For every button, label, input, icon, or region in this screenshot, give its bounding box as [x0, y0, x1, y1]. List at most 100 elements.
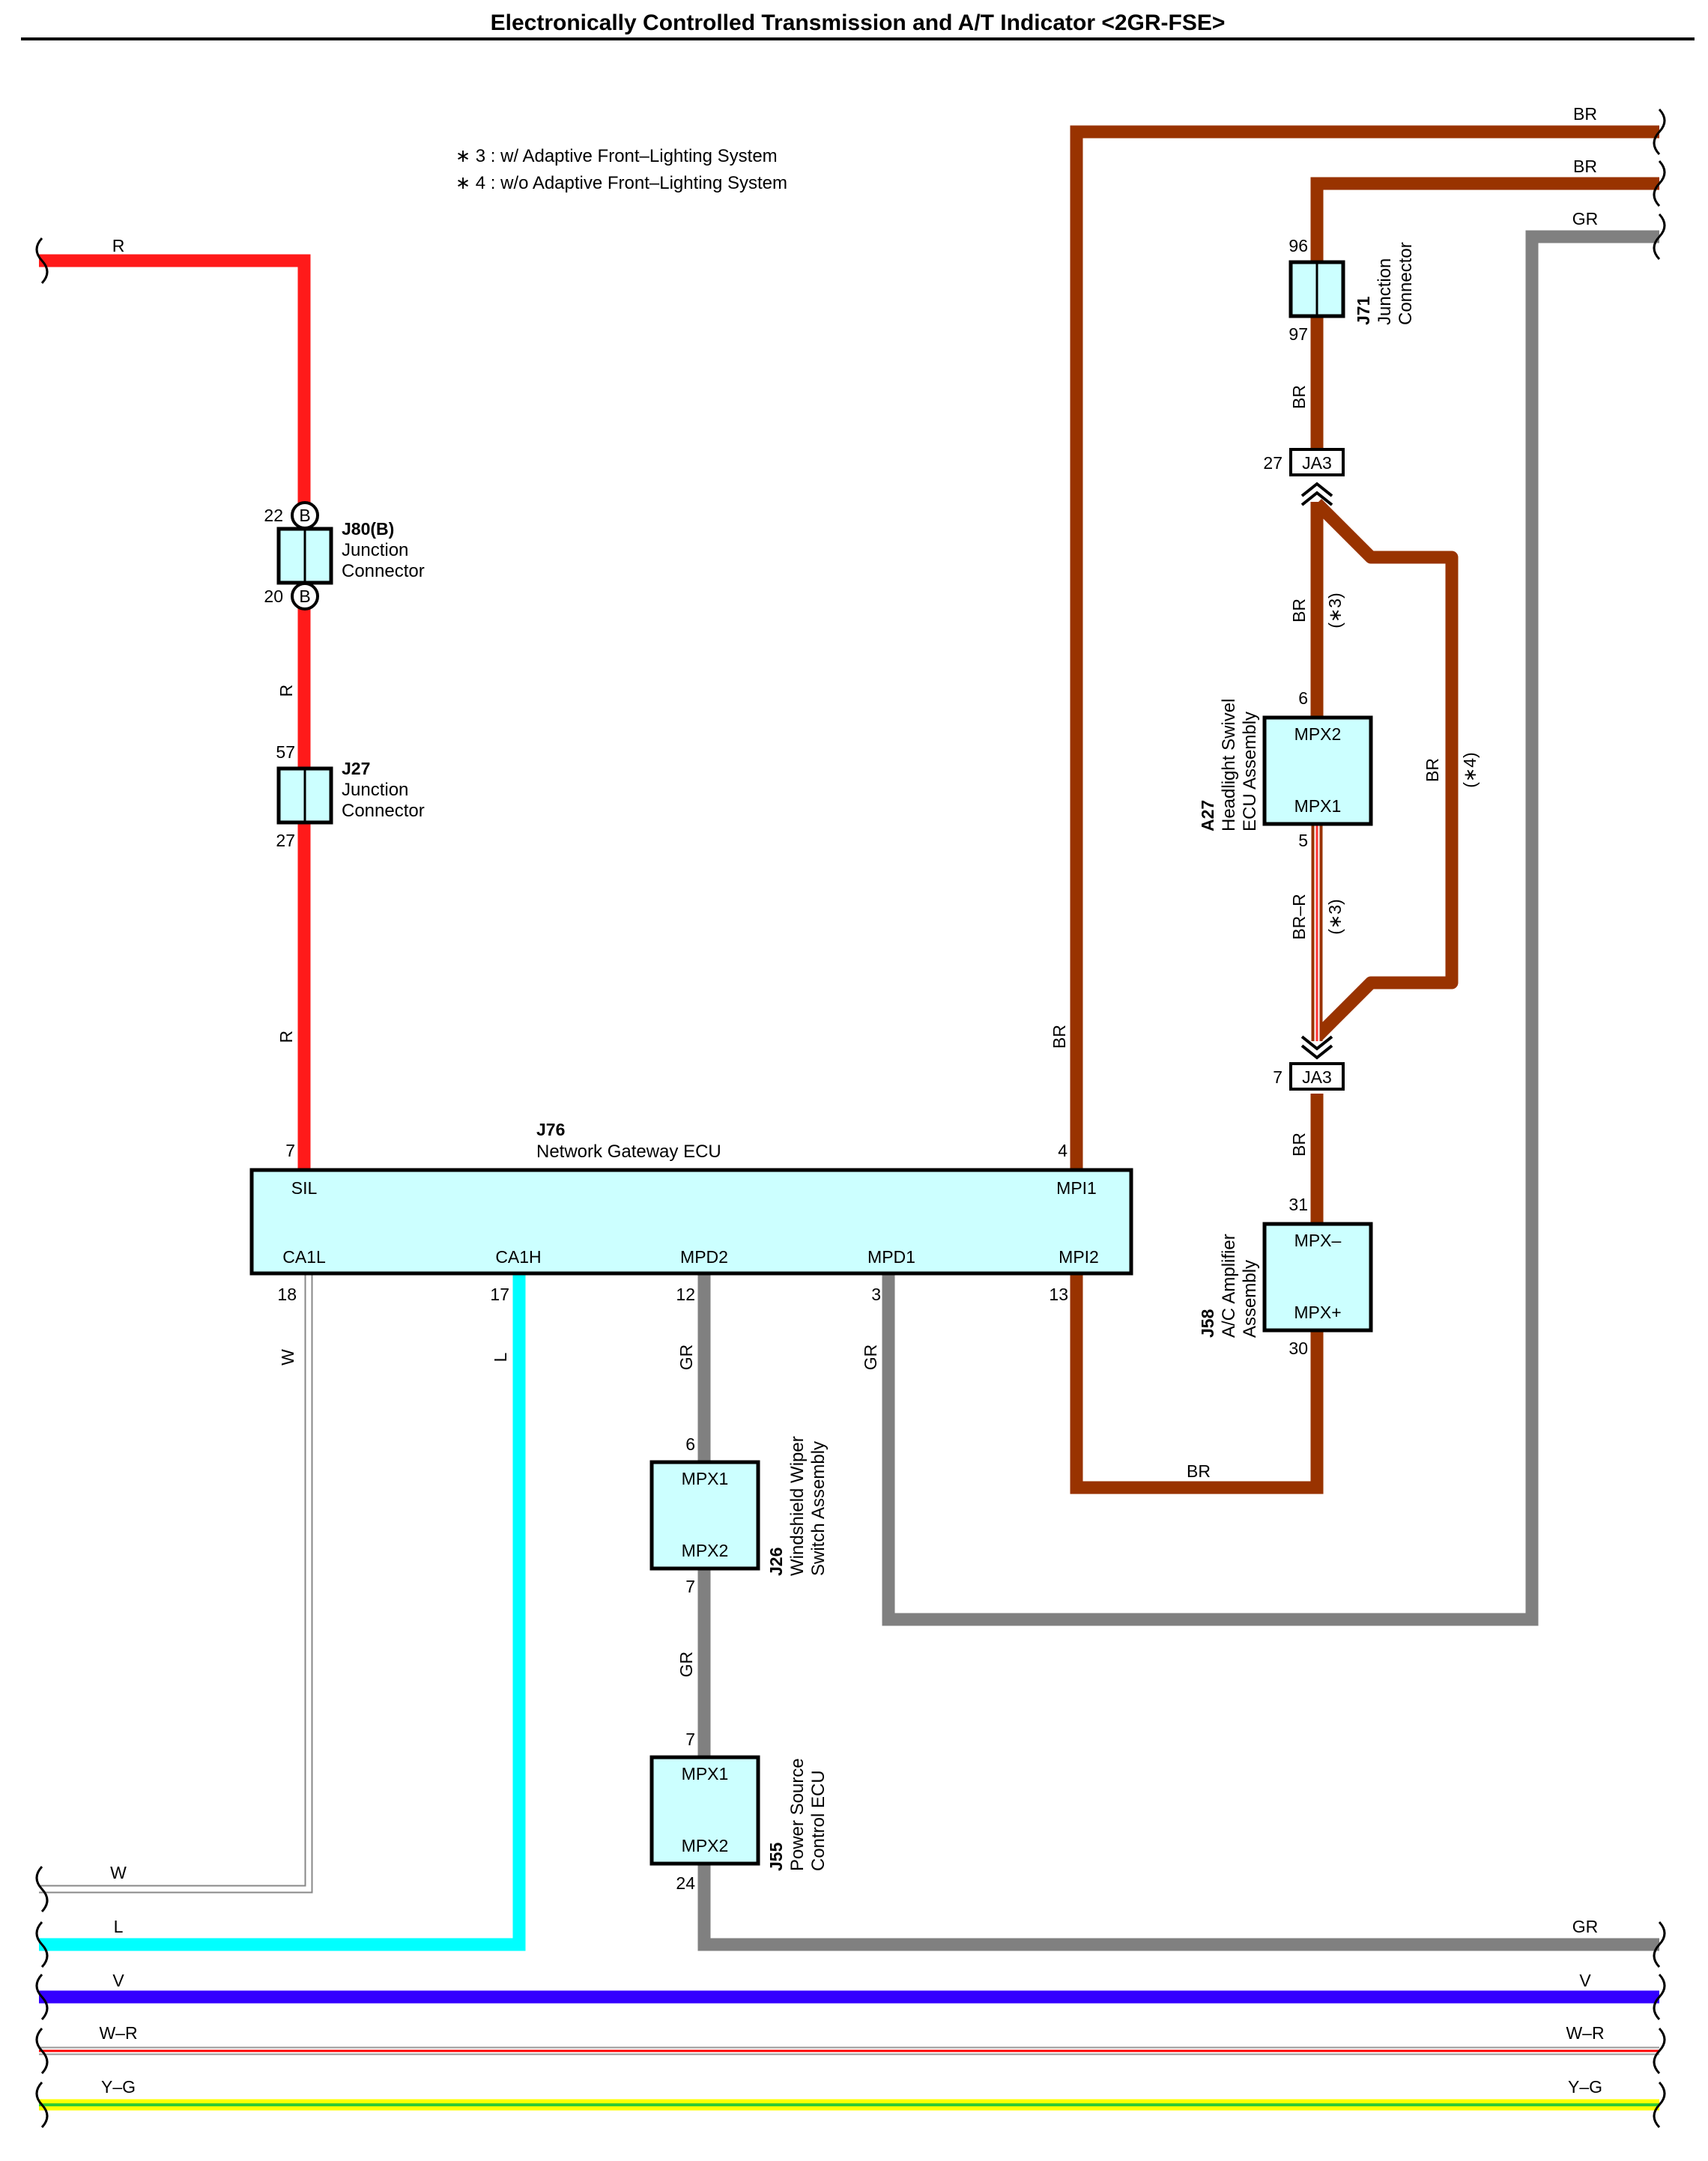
component-id: J55 [766, 1842, 786, 1871]
pin-18: 18 [277, 1285, 297, 1304]
pin-7: 7 [685, 1577, 695, 1596]
chevron-down-icon [1300, 1044, 1333, 1060]
badge-top-text: B [299, 506, 310, 525]
component-j58: MPX– MPX+ 31 30 J58 A/C Amplifier Assemb… [1198, 1195, 1373, 1358]
connector-name-2: Connector [342, 801, 425, 821]
connector-ja3-top: JA3 27 [1263, 448, 1345, 506]
label-r-mid1: R [276, 685, 296, 697]
label-yg-right: Y–G [1568, 2077, 1602, 2097]
connector-id: J80(B) [342, 519, 394, 539]
chevron-up-icon [1300, 482, 1333, 497]
chevron-down-icon [1300, 1035, 1333, 1051]
label-gr-top: GR [1572, 209, 1599, 228]
terminal-mpx1: MPX1 [682, 1764, 729, 1783]
component-j55: MPX1 MPX2 7 24 J55 Power Source Control … [649, 1730, 829, 1893]
label-gr-right: GR [1572, 1917, 1599, 1936]
terminal-sil: SIL [291, 1178, 318, 1198]
pin-6: 6 [685, 1434, 695, 1454]
component-a27: MPX2 MPX1 6 5 A27 Headlight Swivel ECU A… [1198, 688, 1373, 850]
terminal-ca1h: CA1H [495, 1247, 541, 1267]
connector-id: J27 [342, 759, 370, 778]
terminal-mpd2: MPD2 [680, 1247, 728, 1267]
pin-57: 57 [276, 742, 295, 762]
label-wr-right: W–R [1566, 2023, 1604, 2043]
pin-97: 97 [1288, 324, 1308, 344]
terminal-mpi2: MPI2 [1059, 1247, 1099, 1267]
wire-w [39, 1273, 313, 1894]
badge-bottom-text: B [299, 587, 310, 606]
component-id: A27 [1198, 800, 1217, 831]
wire-br-mpi1 [1070, 125, 1659, 1169]
terminal-mpx-minus: MPX– [1294, 1231, 1342, 1250]
component-name-1: Headlight Swivel [1219, 699, 1239, 831]
label-br-j71: BR [1289, 385, 1309, 409]
component-name: Network Gateway ECU [536, 1142, 721, 1162]
pin-3: 3 [871, 1285, 881, 1304]
pin-22: 22 [264, 506, 283, 525]
component-j76: J76 Network Gateway ECU 7 4 SIL MPI1 CA1… [249, 1120, 1133, 1304]
label-br-top2: BR [1573, 157, 1597, 176]
pin-7-ja3: 7 [1273, 1067, 1282, 1087]
ja3-bottom-label: JA3 [1302, 1067, 1332, 1087]
component-name-1: Power Source [787, 1758, 808, 1871]
badge-top [291, 501, 319, 530]
badge-bottom [291, 582, 319, 610]
connector-ja3-bottom: JA3 7 [1273, 1035, 1345, 1091]
connector-j71: 96 97 J71 Junction Connector [1288, 236, 1416, 344]
wire-br-j71 [1310, 177, 1659, 449]
connector-name-1: Junction [342, 780, 408, 800]
component-name-1: Windshield Wiper [787, 1436, 808, 1576]
connector-name-1: Junction [342, 540, 408, 560]
diagram-title: Electronically Controlled Transmission a… [491, 10, 1226, 35]
label-br-j58: BR [1289, 1133, 1309, 1157]
note-3: ∗ 3 : w/ Adaptive Front–Lighting System [455, 146, 778, 166]
label-l-left: L [114, 1917, 124, 1936]
pin-17: 17 [490, 1285, 509, 1304]
terminal-mpx1: MPX1 [1294, 796, 1342, 816]
ja3-top-label: JA3 [1302, 453, 1332, 473]
label-br-right: BR [1423, 758, 1442, 782]
terminal-mpx2: MPX2 [682, 1541, 729, 1560]
chevron-up-icon [1300, 491, 1333, 506]
wire-gr-mpd1 [882, 230, 1659, 1626]
terminal-ca1l: CA1L [282, 1247, 326, 1267]
component-name-2: Switch Assembly [808, 1441, 829, 1576]
label-br-bottom: BR [1187, 1461, 1211, 1481]
pin-13: 13 [1049, 1285, 1068, 1304]
label-l-vert: L [491, 1352, 510, 1362]
wire-r [39, 254, 311, 1169]
wire-w-fill [39, 1273, 312, 1892]
component-name-2: Assembly [1240, 1260, 1260, 1338]
terminal-mpx2: MPX2 [1294, 724, 1342, 744]
component-id: J26 [766, 1548, 786, 1576]
label-gr-j26: GR [676, 1652, 696, 1678]
component-id: J76 [536, 1120, 565, 1139]
label-note4: (∗4) [1460, 752, 1480, 787]
break-marks [35, 108, 1666, 2129]
terminal-mpi1: MPI1 [1056, 1178, 1097, 1198]
label-gr-mpd2: GR [676, 1345, 696, 1371]
connector-name-2: Connector [1396, 242, 1416, 325]
pin-30: 30 [1288, 1339, 1308, 1358]
component-j26: MPX1 MPX2 6 7 J26 Windshield Wiper Switc… [649, 1434, 829, 1596]
pin-20: 20 [264, 587, 283, 606]
connector-id: J71 [1354, 296, 1373, 325]
label-v-left: V [112, 1971, 124, 1990]
label-w-vert: W [278, 1349, 297, 1366]
component-name-2: ECU Assembly [1240, 712, 1260, 831]
label-note3-b: (∗3) [1325, 899, 1345, 934]
pin-96: 96 [1288, 236, 1308, 255]
terminal-mpx2: MPX2 [682, 1836, 729, 1855]
note-4: ∗ 4 : w/o Adaptive Front–Lighting System [455, 173, 787, 193]
terminal-mpx1: MPX1 [682, 1469, 729, 1488]
wire-gr-j55-out [697, 1864, 1659, 1951]
label-yg-left: Y–G [101, 2077, 136, 2097]
label-r-top: R [112, 236, 125, 255]
label-br-long: BR [1050, 1025, 1069, 1049]
pin-5: 5 [1298, 831, 1308, 850]
label-gr-mpd1: GR [861, 1345, 880, 1371]
connector-j80: B B 22 20 J80(B) Junction Connector [264, 501, 425, 610]
label-note3-a: (∗3) [1325, 592, 1345, 628]
terminal-mpd1: MPD1 [867, 1247, 915, 1267]
